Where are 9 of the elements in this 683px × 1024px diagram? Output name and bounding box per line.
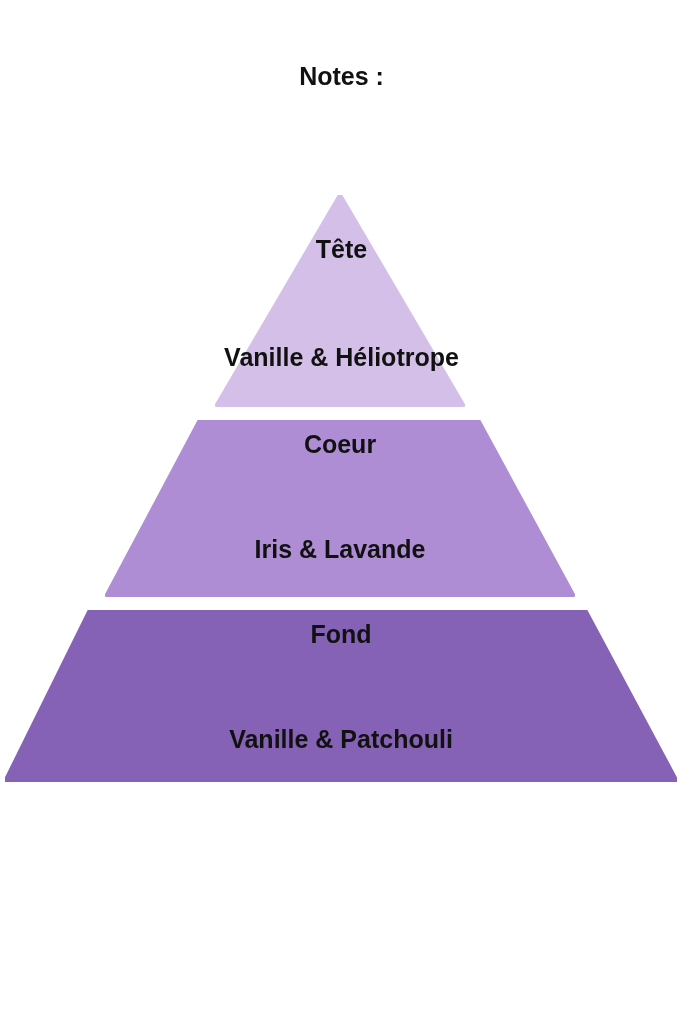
- tier-text: Vanille & Patchouli: [229, 725, 453, 754]
- tier-heading: Tête: [315, 235, 368, 264]
- tier-text: Iris & Lavande: [254, 535, 426, 564]
- tier-text: Vanille & Héliotrope: [224, 343, 459, 372]
- tier-heading: Fond: [310, 620, 372, 649]
- tier-heading: Coeur: [303, 430, 377, 459]
- pyramid-tier: [5, 610, 677, 782]
- title: Notes :: [298, 62, 385, 91]
- pyramid-tier: [105, 420, 575, 597]
